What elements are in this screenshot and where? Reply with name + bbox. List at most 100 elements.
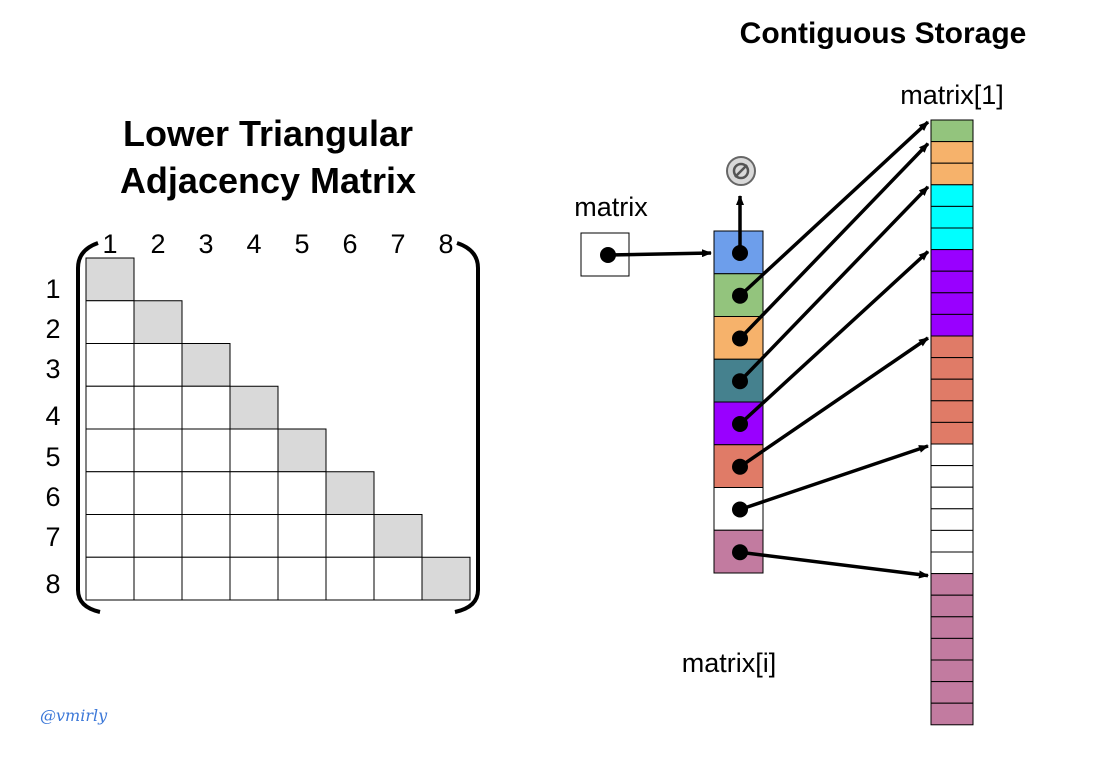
null-icon [726, 156, 756, 186]
storage-cell [930, 249, 974, 272]
matrix-cell [181, 428, 231, 473]
matrix-cell [133, 343, 183, 387]
matrix-cell [181, 385, 231, 430]
matrix-diagonal-cell [85, 257, 135, 302]
matrix-cell [277, 514, 327, 558]
storage-cell [930, 292, 974, 315]
matrix-column-labels: 1 2 3 4 5 6 7 8 [102, 229, 453, 259]
credit-text: @vmirly [40, 706, 108, 725]
row-label: 1 [45, 274, 60, 304]
row-to-storage-arrow [738, 185, 930, 383]
column-label: 7 [390, 229, 405, 259]
storage-cell [930, 573, 974, 596]
row-label: 3 [45, 354, 60, 384]
storage-cell [930, 313, 974, 337]
contiguous-storage-column [930, 119, 974, 726]
column-label: 3 [198, 229, 213, 259]
matrix-cell [85, 471, 135, 515]
column-label: 2 [150, 229, 165, 259]
storage-title: Contiguous Storage [740, 17, 1027, 50]
matrix-cell [85, 343, 135, 387]
lower-triangular-matrix-grid [85, 257, 471, 601]
storage-cell [930, 119, 974, 143]
row-to-storage-arrow [738, 250, 930, 426]
storage-cell [930, 184, 974, 207]
storage-cell [930, 616, 974, 639]
storage-cell [930, 335, 974, 359]
storage-cell [930, 551, 974, 575]
storage-cell [930, 162, 974, 186]
row-to-storage-arrow [739, 444, 929, 512]
matrix-diagonal-cell [133, 300, 183, 344]
matrix-cell [133, 514, 183, 558]
storage-cell [930, 141, 974, 164]
matrix-diagonal-cell [373, 514, 423, 558]
storage-cell [930, 529, 974, 553]
storage-cell [930, 227, 974, 251]
matrix-cell [85, 428, 135, 473]
storage-cell [930, 637, 974, 661]
row-label: 6 [45, 482, 60, 512]
matrix-cell [325, 556, 375, 601]
matrix-cell [181, 514, 231, 558]
column-label: 6 [342, 229, 357, 259]
matrix-cell [133, 428, 183, 473]
row-to-storage-arrow [739, 550, 929, 579]
matrix-cell [373, 556, 423, 601]
matrix-cell [277, 471, 327, 515]
column-label: 5 [294, 229, 309, 259]
matrix-cell [85, 514, 135, 558]
storage-cell [930, 465, 974, 488]
pointer-arrows [738, 120, 930, 579]
row-label: 4 [45, 401, 60, 431]
storage-cell [930, 400, 974, 423]
matrix-cell [229, 471, 279, 515]
matrix-cell [133, 385, 183, 430]
matrix-cell [277, 556, 327, 601]
storage-cell [930, 270, 974, 294]
left-title-line-1: Lower Triangular [123, 113, 413, 154]
matrix-cell [85, 556, 135, 601]
matrix-diagonal-cell [325, 471, 375, 515]
row-to-storage-arrow [739, 336, 929, 469]
column-label: 4 [246, 229, 261, 259]
storage-cell [930, 421, 974, 445]
matrix-diagonal-cell [229, 385, 279, 430]
matrix-to-rows-arrow [607, 249, 712, 258]
matrix-label: matrix [574, 192, 648, 222]
storage-cell [930, 659, 974, 683]
row-to-storage-arrow [738, 120, 930, 298]
storage-cell [930, 681, 974, 704]
storage-cell [930, 378, 974, 402]
matrix-i-label: matrix[i] [682, 648, 777, 678]
storage-cell [930, 702, 974, 726]
matrix-cell [229, 428, 279, 473]
matrix-cell [133, 471, 183, 515]
matrix-cell [325, 514, 375, 558]
storage-cell [930, 486, 974, 510]
row-to-storage-arrow [738, 142, 930, 340]
matrix-diagonal-cell [277, 428, 327, 473]
row-pointer-cell [713, 444, 764, 488]
right-bracket [454, 241, 480, 614]
row-label: 5 [45, 442, 60, 472]
matrix-cell [181, 471, 231, 515]
left-title-line-2: Adjacency Matrix [120, 160, 416, 201]
matrix-diagonal-cell [181, 343, 231, 387]
storage-cell [930, 594, 974, 618]
row-label: 2 [45, 314, 60, 344]
storage-cell [930, 443, 974, 467]
row-label: 8 [45, 569, 60, 599]
column-label: 8 [438, 229, 453, 259]
storage-cell [930, 357, 974, 380]
matrix-cell [85, 300, 135, 344]
matrix-cell [133, 556, 183, 601]
column-label: 1 [102, 229, 117, 259]
row-pointer-array [713, 230, 764, 574]
row-label: 7 [45, 522, 60, 552]
matrix-1-label: matrix[1] [900, 80, 1004, 110]
matrix-cell [181, 556, 231, 601]
matrix-row-labels: 1 2 3 4 5 6 7 8 [45, 274, 60, 599]
storage-cell [930, 508, 974, 531]
